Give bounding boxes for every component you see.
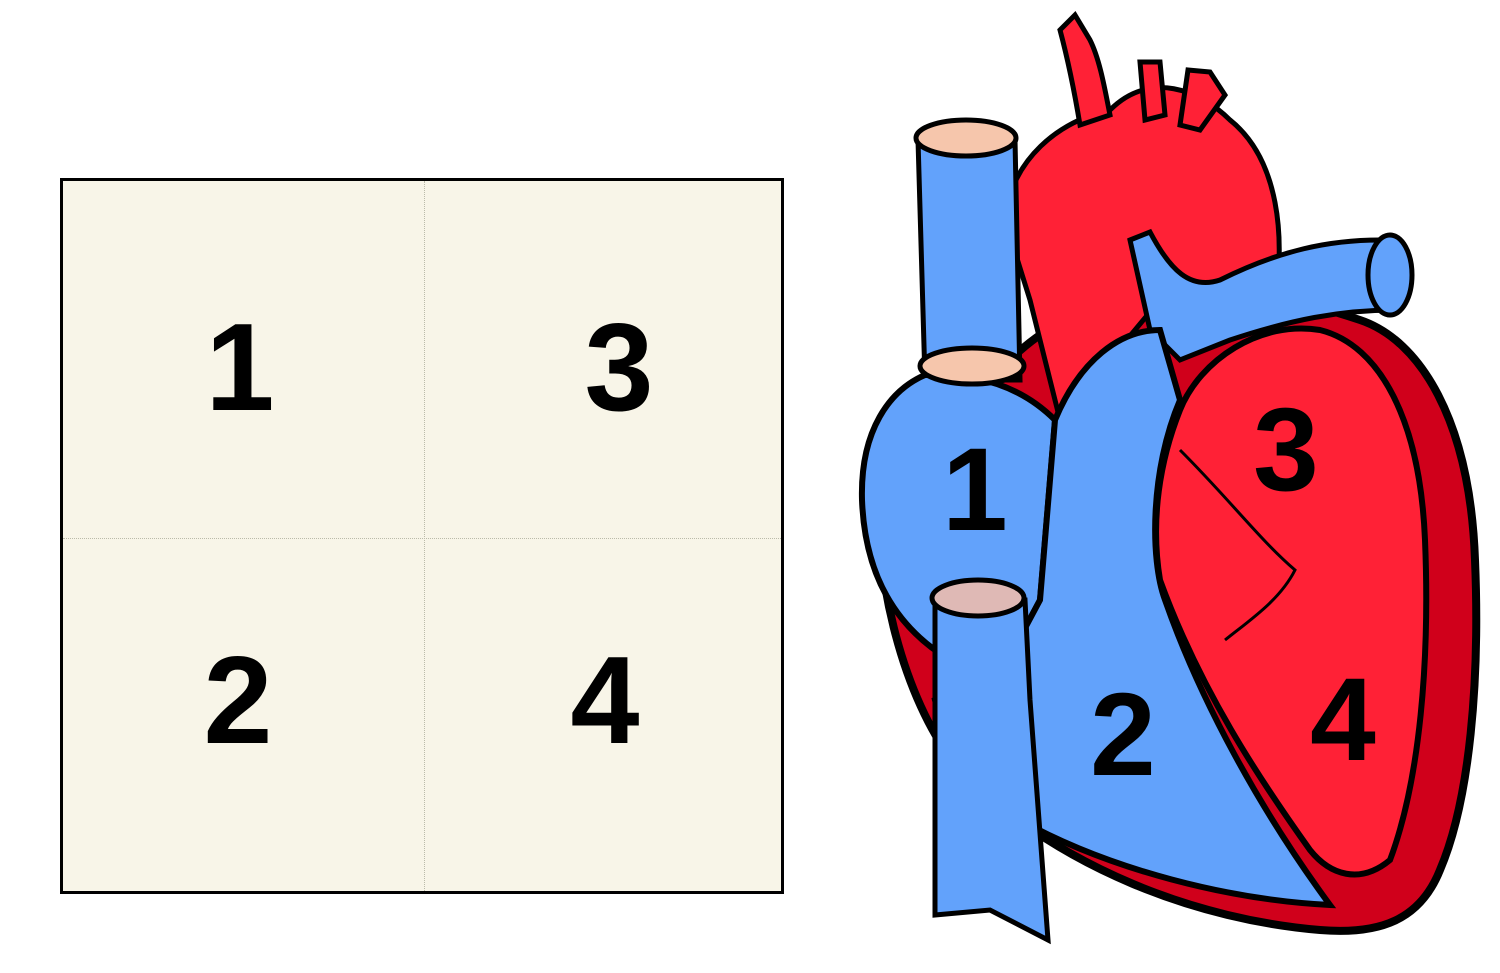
heart-label-3: 3 bbox=[1253, 384, 1319, 516]
heart-label-2: 2 bbox=[1090, 669, 1156, 801]
grid-horizontal-divider bbox=[63, 538, 781, 539]
grid-label: 3 bbox=[584, 299, 654, 437]
aortic-branch-2 bbox=[1137, 59, 1168, 124]
grid-label: 1 bbox=[205, 299, 275, 437]
heart-label-4: 4 bbox=[1310, 654, 1376, 786]
grid-cell-bottom-right: 4 bbox=[425, 539, 786, 896]
grid-cell-top-left: 1 bbox=[63, 181, 424, 538]
right-atrium-opening bbox=[917, 345, 1027, 387]
heart-label-1: 1 bbox=[942, 424, 1008, 556]
grid-cell-bottom-left: 2 bbox=[63, 539, 424, 896]
grid-label: 2 bbox=[203, 632, 273, 770]
aortic-branch-1 bbox=[1057, 10, 1113, 129]
superior-vena-cava bbox=[915, 137, 1023, 383]
mitral-valve-line bbox=[1178, 448, 1297, 642]
valve-opening bbox=[929, 577, 1027, 619]
grid-vertical-divider bbox=[424, 181, 425, 891]
grid-label: 4 bbox=[570, 632, 640, 770]
heart-diagram: 1 2 3 4 bbox=[820, 0, 1500, 973]
grid-cell-top-right: 3 bbox=[425, 181, 786, 538]
pulmonary-artery-opening bbox=[1365, 232, 1415, 318]
heart-svg: 1 2 3 4 bbox=[858, 10, 1481, 945]
chamber-grid: 1 3 2 4 bbox=[60, 178, 784, 894]
superior-vena-cava-opening bbox=[913, 117, 1019, 159]
pulmonary-artery bbox=[1127, 228, 1399, 363]
aortic-branch-3 bbox=[1177, 67, 1229, 133]
